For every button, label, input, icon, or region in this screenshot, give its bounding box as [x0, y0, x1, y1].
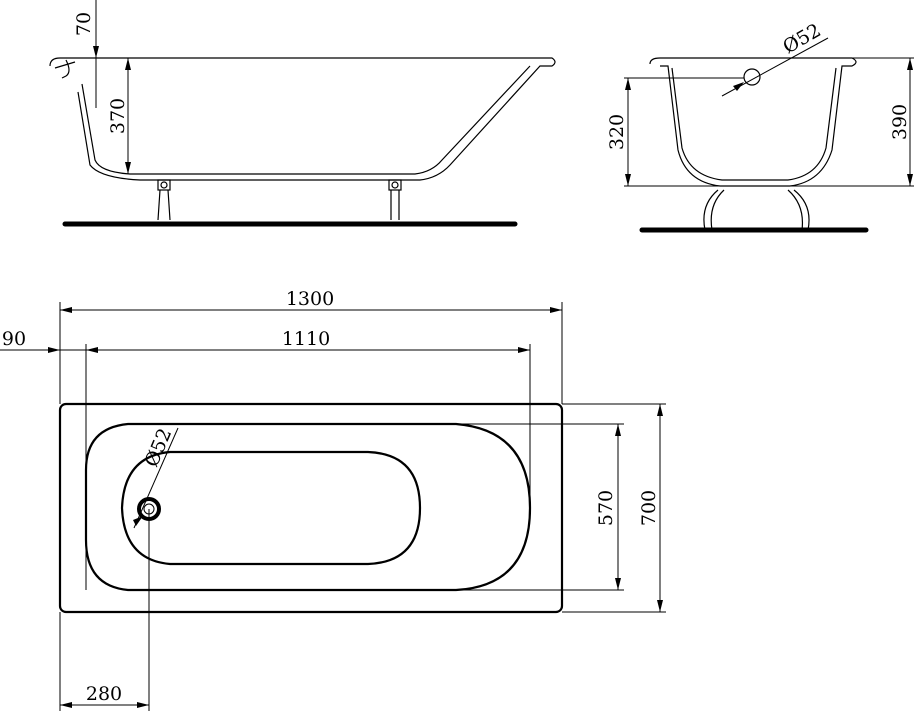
end-dim-390-arrow-top — [907, 58, 913, 70]
end-dim-390-arrow-bottom — [907, 174, 913, 186]
end-dim-320-label: 320 — [606, 114, 628, 150]
side-leg-left — [157, 179, 171, 221]
plan-middle-contour — [84, 422, 532, 592]
plan-dim-280-label: 280 — [86, 683, 122, 705]
plan-dim-280-arrow-left — [60, 702, 72, 708]
plan-dim-1110-arrow-right — [518, 347, 530, 353]
side-dim-370-arrow-top — [125, 58, 131, 70]
plan-inner-basin — [120, 450, 422, 566]
side-dim-370-label: 370 — [107, 98, 129, 134]
end-dim-320-arrow-bottom — [625, 174, 631, 186]
plan-dim-700-arrow-top — [657, 404, 663, 416]
plan-dim-90-arrow — [48, 347, 60, 353]
plan-outer-rim — [58, 402, 564, 614]
end-dim-390-label: 390 — [889, 104, 911, 140]
plan-dim-1300-label: 1300 — [286, 288, 334, 310]
plan-dim-1300-arrow-left — [60, 307, 72, 313]
plan-drain-label: Ø52 — [141, 425, 177, 470]
plan-dim-1300-arrow-right — [550, 307, 562, 313]
end-drain-arrow — [733, 82, 744, 91]
plan-drain-leader — [133, 427, 179, 529]
side-dim-70-label: 70 — [73, 12, 95, 36]
side-dim-370-arrow-bottom — [125, 162, 131, 174]
side-dim-70-arrow — [93, 46, 99, 58]
end-drain-circle — [743, 68, 761, 86]
plan-dim-280-arrow-right — [137, 702, 149, 708]
plan-dim-700-arrow-bottom — [657, 600, 663, 612]
end-tub-inner-profile — [671, 67, 837, 181]
plan-dim-570-arrow-bottom — [615, 578, 621, 590]
plan-dim-1110-label: 1110 — [282, 328, 330, 350]
plan-dim-700-label: 700 — [638, 490, 660, 526]
plan-dim-1110-arrow-left — [86, 347, 98, 353]
side-tub-outer-profile — [49, 57, 556, 181]
side-rim-detail — [61, 59, 70, 79]
end-legs — [703, 189, 810, 231]
plan-dim-90-label: 90 — [2, 328, 26, 350]
side-view: 70 370 — [49, 0, 556, 227]
plan-view: Ø52 1300 1110 90 570 700 — [0, 288, 666, 711]
end-dim-320-arrow-top — [625, 78, 631, 90]
plan-dim-570-arrow-top — [615, 424, 621, 436]
plan-drain-arrow — [133, 516, 143, 526]
side-leg-right — [388, 179, 402, 220]
side-tub-inner-profile — [54, 61, 531, 175]
end-view: Ø52 320 390 — [606, 19, 914, 233]
end-tub-outer-profile — [649, 57, 857, 187]
plan-dim-570-label: 570 — [595, 490, 617, 526]
